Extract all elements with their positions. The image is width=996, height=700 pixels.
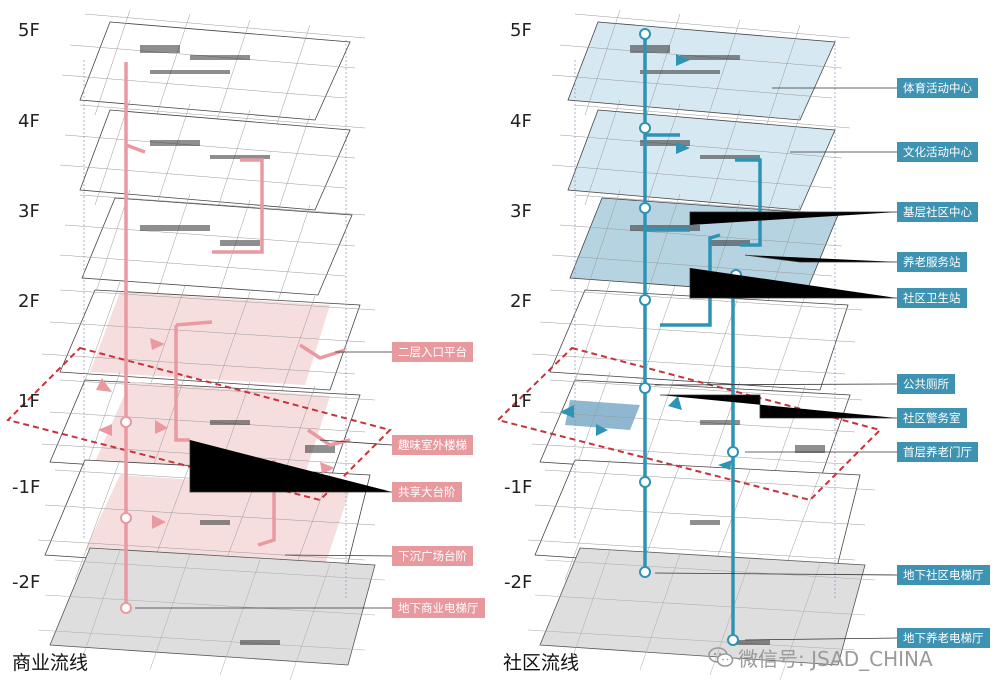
label-community-police-room: 社区警务室 [897, 408, 967, 428]
label-ground-elderly-lobby: 首层养老门厅 [897, 442, 978, 462]
label-fun-outdoor-stair: 趣味室外楼梯 [392, 435, 473, 455]
right-floor-plates [527, 9, 876, 681]
left-plate-3f [81, 197, 353, 296]
left-panel-title: 商业流线 [12, 652, 89, 674]
left-floor-label-2f: 2F [18, 291, 40, 312]
label-sports-activity-center: 体育活动中心 [897, 78, 978, 98]
community-nodes [639, 28, 742, 646]
right-floor-label-5f: 5F [510, 20, 532, 41]
label-cultural-activity-center: 文化活动中心 [897, 142, 978, 162]
label-elderly-service-station: 养老服务站 [897, 252, 967, 272]
label-shared-grand-steps: 共享大台阶 [392, 482, 462, 502]
right-floor-label-b2: -2F [504, 572, 533, 593]
watermark-text: 微信号: JSAD_CHINA [738, 647, 933, 671]
left-floor-plates [37, 9, 386, 681]
left-leaders [135, 351, 393, 609]
right-floor-label-2f: 2F [510, 291, 532, 312]
left-floor-label-5f: 5F [18, 20, 40, 41]
label-second-floor-entrance-platform: 二层入口平台 [392, 342, 473, 362]
left-floor-label-b2: -2F [12, 572, 41, 593]
label-underground-commercial-elevator-hall: 地下商业电梯厅 [392, 598, 485, 618]
label-sunken-plaza-steps: 下沉广场台阶 [392, 546, 473, 566]
label-community-center: 基层社区中心 [897, 202, 978, 222]
left-1f-highlight-outline [6, 346, 392, 502]
label-public-toilet: 公共厕所 [897, 374, 955, 394]
right-plate-4f [567, 109, 836, 211]
commercial-arrows [96, 338, 335, 529]
left-floor-label-4f: 4F [18, 111, 40, 132]
right-floor-label-1f: 1F [510, 391, 532, 412]
label-underground-elderly-elevator-hall: 地下养老电梯厅 [897, 628, 990, 648]
commercial-nodes [120, 416, 132, 614]
wechat-icon [708, 647, 734, 667]
left-plate-4f [79, 109, 351, 211]
label-community-health-station: 社区卫生站 [897, 288, 967, 308]
right-plate-2f [549, 289, 849, 391]
left-floor-label-3f: 3F [18, 201, 40, 222]
right-floor-label-3f: 3F [510, 201, 532, 222]
right-floor-label-b1: -1F [504, 477, 533, 498]
right-1f-highlight-outline [496, 346, 882, 502]
right-floor-label-4f: 4F [510, 111, 532, 132]
left-floor-label-1f: 1F [18, 391, 40, 412]
left-floor-label-b1: -1F [12, 477, 41, 498]
community-arrows [560, 54, 732, 470]
label-underground-community-elevator-hall: 地下社区电梯厅 [897, 565, 990, 585]
right-panel-title: 社区流线 [503, 652, 580, 674]
right-leaders [654, 87, 898, 641]
